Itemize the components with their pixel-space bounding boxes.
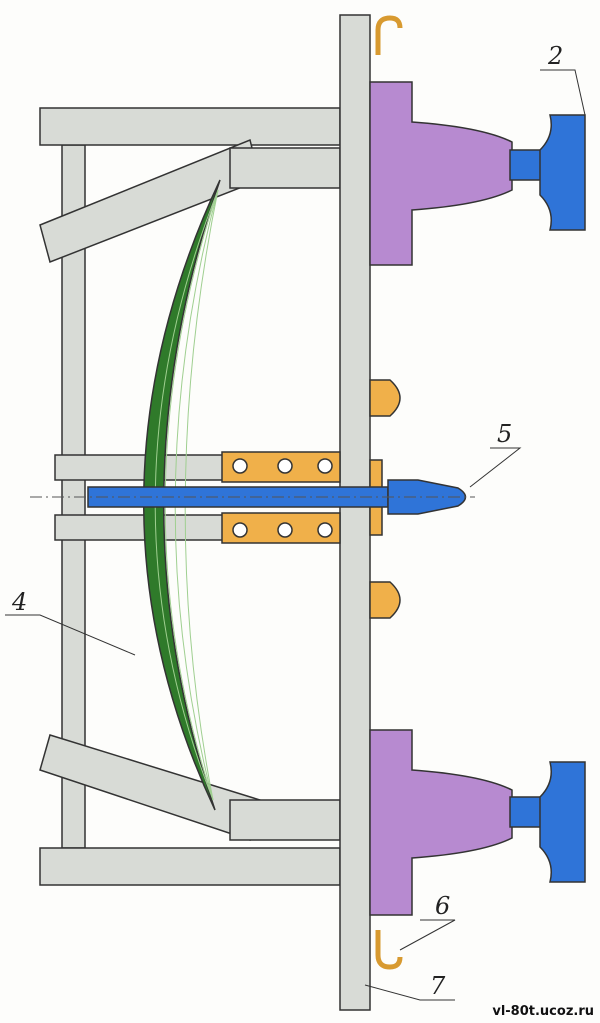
label-2: 2 (548, 42, 564, 70)
label-4: 4 (12, 588, 28, 616)
buffer-top (369, 81, 586, 266)
mounting-plate (339, 14, 371, 1011)
label-6: 6 (435, 892, 451, 920)
top-beam (39, 107, 341, 146)
stop-upper (369, 379, 401, 417)
leader-lines (5, 69, 586, 1001)
hook-bottom (375, 930, 403, 970)
rod-clamps (221, 15, 403, 970)
coupling-rod (30, 479, 475, 515)
watermark: vl-80t.ucoz.ru (492, 1004, 594, 1019)
center-beam-lower (54, 514, 226, 541)
frame (39, 107, 341, 886)
hook-top (375, 15, 403, 55)
top-bracket (229, 147, 341, 189)
label-7: 7 (430, 972, 446, 1000)
center-beam-upper (54, 454, 226, 481)
bottom-bracket (229, 799, 341, 841)
buffer-bottom (369, 729, 586, 916)
label-5: 5 (497, 420, 513, 448)
bottom-beam (39, 847, 341, 886)
stop-lower (369, 581, 401, 619)
